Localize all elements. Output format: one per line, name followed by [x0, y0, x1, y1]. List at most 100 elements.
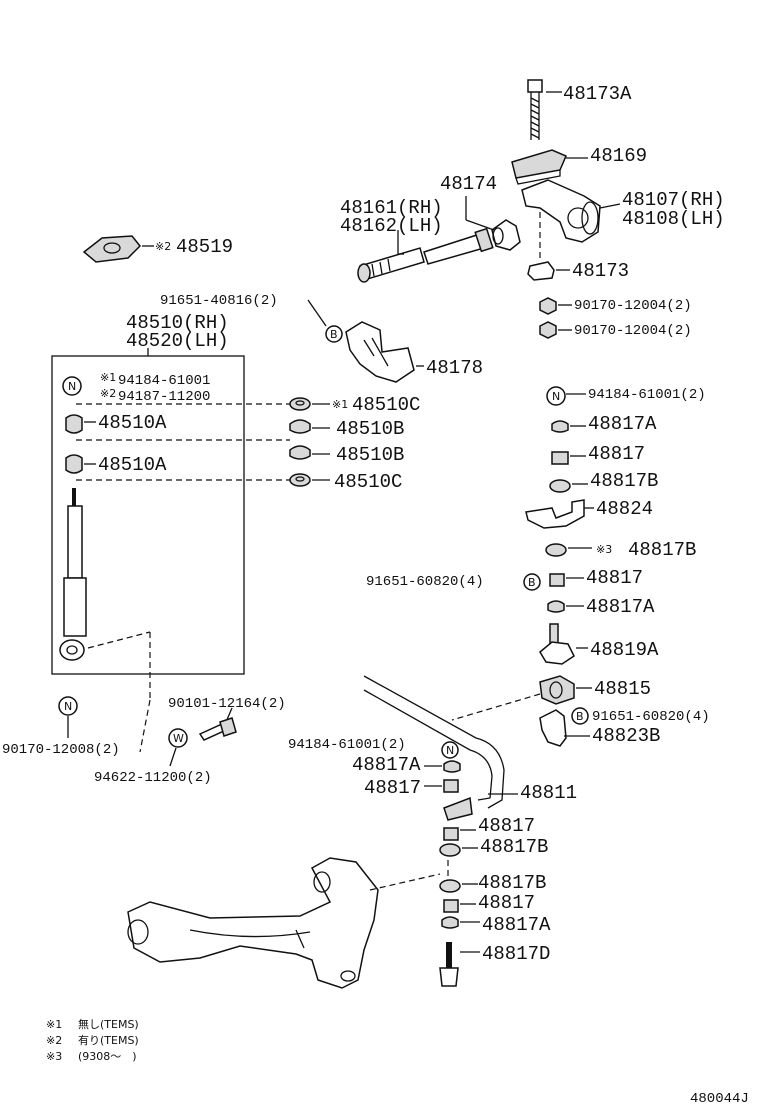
label-48817B-l2: 48817B — [478, 872, 546, 894]
washer-48817A-l-icon — [441, 916, 459, 929]
label-48107-rh: 48107(RH) — [622, 189, 725, 211]
plate-48519-icon — [82, 235, 142, 263]
shock-absorber-box — [51, 355, 245, 675]
mark-n-right-icon — [546, 386, 566, 406]
cushion-48169-icon — [511, 149, 567, 185]
shock-absorber-icon — [59, 488, 87, 661]
footnote-1-text: 無し(TEMS) — [78, 1017, 139, 1031]
label-48817A-center: 48817A — [352, 754, 421, 776]
bolt-90101-12164-icon — [198, 717, 237, 741]
label-94184-61001-box: 94184-61001 — [118, 373, 210, 389]
label-48510B-1: 48510B — [336, 418, 404, 440]
label-48108-lh: 48108(LH) — [622, 208, 725, 230]
torsion-bar-48161-icon — [357, 227, 494, 283]
label-91651-60820-a: 91651-60820(4) — [366, 574, 484, 590]
washer-48817A-center-icon — [443, 760, 461, 773]
bolt-48817D-icon — [439, 942, 459, 987]
bushing-48817-r1-icon — [551, 451, 569, 465]
note-mark-2-box: ※2 — [100, 387, 116, 400]
cushion-48510A-2-icon — [65, 454, 83, 474]
label-48817-l1: 48817 — [478, 815, 535, 837]
mark-n-left-icon — [58, 696, 78, 716]
label-90170-12004-b: 90170-12004(2) — [574, 323, 692, 339]
mark-w: W — [173, 732, 184, 745]
mark-b-60820a: B — [528, 576, 536, 589]
label-48510-rh: 48510(RH) — [126, 312, 229, 334]
label-48510C-1: 48510C — [352, 394, 420, 416]
bracket-48823B-icon — [539, 709, 567, 747]
label-94622-11200: 94622-11200(2) — [94, 770, 212, 786]
stabilizer-bar-48811-icon — [363, 675, 505, 821]
mark-n-center-icon — [441, 741, 459, 759]
label-91651-60820-b: 91651-60820(4) — [592, 709, 710, 725]
bolt-48173A-icon — [527, 79, 543, 140]
mark-n-center: N — [446, 744, 454, 757]
label-48510A-2: 48510A — [98, 454, 167, 476]
mark-b-40816-icon — [325, 325, 343, 343]
footnote-3-mark: ※3 — [46, 1050, 62, 1063]
label-90170-12004-a: 90170-12004(2) — [574, 298, 692, 314]
bushing-48817B-l2-icon — [439, 879, 461, 893]
label-48817-r2: 48817 — [586, 567, 643, 589]
washer-48510C-1-icon — [289, 397, 311, 411]
label-48520-lh: 48520(LH) — [126, 330, 229, 352]
label-48510C-2: 48510C — [334, 471, 402, 493]
mark-b-60820a-icon — [523, 573, 541, 591]
stud-48819A-icon — [539, 623, 575, 665]
bushing-48817-r2-icon — [549, 573, 565, 587]
label-48817B-r1: 48817B — [590, 470, 658, 492]
washer-48817A-r2-icon — [547, 600, 565, 613]
bushing-48815-icon — [539, 675, 575, 705]
washer-48510B-2-icon — [289, 445, 311, 460]
label-48817B-l1: 48817B — [480, 836, 548, 858]
mark-n-right: N — [552, 390, 560, 403]
label-48173: 48173 — [572, 260, 629, 282]
note-mark-48519: ※2 — [155, 240, 171, 253]
label-48510B-2: 48510B — [336, 444, 404, 466]
mark-w-icon — [168, 728, 188, 748]
mark-n-box: N — [68, 380, 76, 393]
label-48817A-r1: 48817A — [588, 413, 657, 435]
bushing-48817-l2-icon — [443, 899, 459, 913]
label-48811: 48811 — [520, 782, 577, 804]
footnote-1-mark: ※1 — [46, 1018, 62, 1031]
label-48519: 48519 — [176, 236, 233, 258]
nut-90170-12004-b-icon — [539, 321, 557, 339]
note-mark-48817B: ※3 — [596, 543, 612, 556]
mark-b-60820b-icon — [571, 707, 589, 725]
bushing-48817B-l1-icon — [439, 843, 461, 857]
label-90101-12164: 90101-12164(2) — [168, 696, 286, 712]
washer-48817A-r1-icon — [551, 420, 569, 433]
footnote-2-text: 有り(TEMS) — [78, 1033, 139, 1047]
label-48817A-r2: 48817A — [586, 596, 655, 618]
torsion-arm-48107-icon — [521, 179, 601, 243]
cushion-48510A-1-icon — [65, 414, 83, 434]
label-48823B: 48823B — [592, 725, 660, 747]
washer-48510C-2-icon — [289, 473, 311, 487]
label-48817-center: 48817 — [364, 777, 421, 799]
label-48819A: 48819A — [590, 639, 659, 661]
nut-90170-12004-a-icon — [539, 297, 557, 315]
bracket-48178-icon — [345, 321, 415, 383]
label-90170-12008: 90170-12008(2) — [2, 742, 120, 758]
washer-48510B-1-icon — [289, 419, 311, 434]
footnote-3-text: (9308～ ) — [78, 1050, 137, 1063]
footnote-2-mark: ※2 — [46, 1034, 62, 1047]
mark-n-left: N — [64, 700, 72, 713]
nut-48173-icon — [527, 261, 555, 281]
diagram-id: 480044J — [690, 1091, 749, 1107]
label-48178: 48178 — [426, 357, 483, 379]
lower-control-arm-icon — [127, 857, 379, 989]
label-48817B-r2: 48817B — [628, 539, 696, 561]
label-48817-l2: 48817 — [478, 892, 535, 914]
note-mark-48510C: ※1 — [332, 398, 348, 411]
label-48174: 48174 — [440, 173, 497, 195]
bracket-48824-icon — [525, 499, 585, 529]
label-94184-61001-center: 94184-61001(2) — [288, 737, 406, 753]
mark-n-box-icon — [62, 376, 82, 396]
note-mark-1-box: ※1 — [100, 371, 116, 384]
label-48817D: 48817D — [482, 943, 550, 965]
cap-48174-icon — [491, 219, 521, 251]
label-48162-lh: 48162(LH) — [340, 215, 443, 237]
